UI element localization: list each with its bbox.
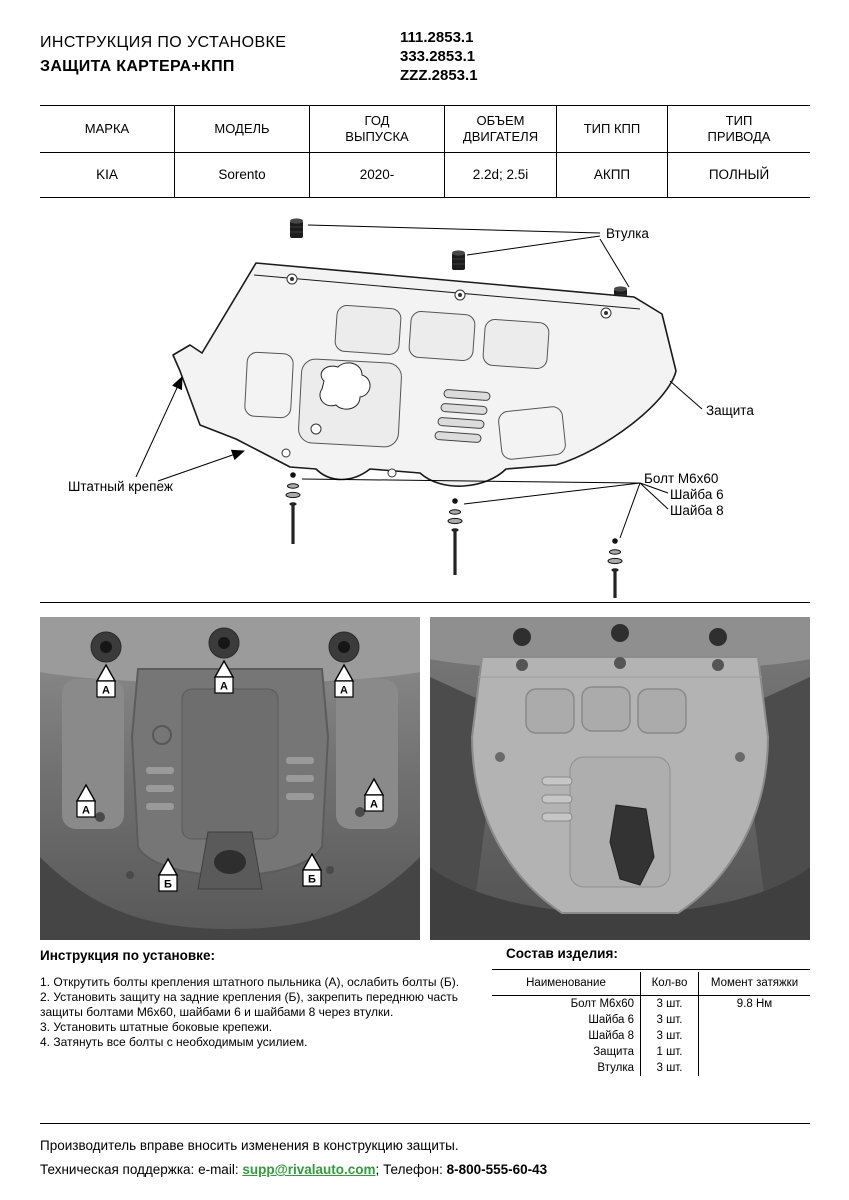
- document-title: ИНСТРУКЦИЯ ПО УСТАНОВКЕ: [40, 34, 287, 51]
- svg-text:А: А: [102, 685, 110, 697]
- footer: Производитель вправе вносить изменения в…: [40, 1134, 810, 1182]
- exploded-diagram: Втулка Защита Штатный крепеж Болт М6х60 …: [40, 205, 810, 601]
- marker-b-arrow: Б: [301, 852, 323, 887]
- spec-header-model: МОДЕЛЬ: [175, 106, 310, 152]
- instruction-step: 3. Установить штатные боковые крепежи.: [40, 1020, 273, 1034]
- part-name: Защита: [593, 1046, 634, 1058]
- svg-text:Б: Б: [308, 874, 316, 886]
- part-torque: [698, 1028, 810, 1044]
- spec-value-row: KIA Sorento 2020- 2.2d; 2.5i АКПП ПОЛНЫЙ: [40, 153, 810, 197]
- vehicle-spec-table: МАРКА МОДЕЛЬ ГОД ВЫПУСКА ОБЪЕМ ДВИГАТЕЛЯ…: [40, 105, 810, 198]
- spec-header-year: ГОД ВЫПУСКА: [310, 106, 445, 152]
- phone-label: Телефон:: [383, 1162, 443, 1177]
- parts-row: Болт М6х60 3 шт. 9.8 Нм: [492, 996, 810, 1012]
- part-name: Втулка: [597, 1062, 634, 1074]
- support-label: Техническая поддержка:: [40, 1162, 195, 1177]
- svg-text:А: А: [370, 799, 378, 811]
- bolt-washer-icons: [285, 472, 623, 598]
- separator: ;: [375, 1162, 380, 1177]
- spec-header-brand: МАРКА: [40, 106, 175, 152]
- part-count: 3 шт.: [640, 1060, 698, 1076]
- marker-a-arrow: А: [213, 659, 235, 694]
- product-title: ЗАЩИТА КАРТЕРА+КПП: [40, 58, 235, 75]
- header: ИНСТРУКЦИЯ ПО УСТАНОВКЕ ЗАЩИТА КАРТЕРА+К…: [40, 26, 810, 96]
- divider-line: [40, 602, 810, 603]
- spec-header-drive: ТИП ПРИВОДА: [707, 113, 771, 144]
- part-number: ZZZ.2853.1: [400, 67, 478, 84]
- part-name: Болт М6х60: [570, 998, 634, 1010]
- part-count: 3 шт.: [640, 1012, 698, 1028]
- parts-header-torque: Момент затяжки: [698, 972, 810, 995]
- parts-header-name: Наименование: [526, 977, 606, 989]
- part-name: Шайба 8: [588, 1030, 634, 1042]
- parts-header-count: Кол-во: [640, 972, 698, 995]
- instruction-step: 1. Открутить болты крепления штатного пы…: [40, 975, 460, 989]
- parts-header-row: Наименование Кол-во Момент затяжки: [492, 972, 810, 996]
- parts-row: Защита 1 шт.: [492, 1044, 810, 1060]
- parts-row: Шайба 8 3 шт.: [492, 1028, 810, 1044]
- installation-instructions: Инструкция по установке: 1. Открутить бо…: [40, 948, 478, 1050]
- svg-text:А: А: [340, 685, 348, 697]
- marker-a-arrow: А: [95, 663, 117, 698]
- part-count: 3 шт.: [640, 996, 698, 1012]
- part-name: Шайба 6: [588, 1014, 634, 1026]
- spec-value-drive: ПОЛНЫЙ: [708, 167, 770, 182]
- footer-divider-line: [40, 1123, 810, 1124]
- spec-value-engine: 2.2d; 2.5i: [445, 153, 557, 197]
- callout-lines: [135, 224, 703, 539]
- part-count: 1 шт.: [640, 1044, 698, 1060]
- part-count: 3 шт.: [640, 1028, 698, 1044]
- instruction-step: 4. Затянуть все болты с необходимым усил…: [40, 1035, 308, 1049]
- email-label: e-mail:: [198, 1162, 239, 1177]
- support-phone: 8-800-555-60-43: [446, 1162, 548, 1177]
- photo-after-installation: [430, 617, 810, 940]
- bolt-label: Болт М6х60: [644, 471, 718, 486]
- part-torque: [698, 1044, 810, 1060]
- support-line: Техническая поддержка: e-mail: supp@riva…: [40, 1158, 810, 1182]
- svg-text:А: А: [82, 805, 90, 817]
- support-email-link[interactable]: supp@rivalauto.com: [242, 1162, 376, 1177]
- washer6-label: Шайба 6: [670, 487, 724, 502]
- bushing-icons: [290, 218, 627, 306]
- parts-row: Втулка 3 шт.: [492, 1060, 810, 1076]
- instruction-step: 2. Установить защиту на задние крепления…: [40, 990, 458, 1019]
- part-torque: [698, 1012, 810, 1028]
- manufacturer-note: Производитель вправе вносить изменения в…: [40, 1138, 459, 1153]
- part-number: 111.2853.1: [400, 29, 474, 46]
- spec-header-engine: ОБЪЕМ ДВИГАТЕЛЯ: [445, 106, 557, 152]
- marker-a-arrow: А: [363, 777, 385, 812]
- skid-plate-drawing: [172, 262, 677, 487]
- part-numbers: 111.2853.1 333.2853.1 ZZZ.2853.1: [400, 28, 478, 85]
- stock-fasteners-label: Штатный крепеж: [68, 479, 173, 494]
- marker-a-arrow: А: [333, 663, 355, 698]
- part-torque: [698, 1060, 810, 1076]
- parts-list: Состав изделия: Наименование Кол-во Моме…: [492, 946, 810, 1076]
- part-torque: 9.8 Нм: [698, 996, 810, 1012]
- parts-table: Наименование Кол-во Момент затяжки Болт …: [492, 969, 810, 1076]
- skid-plate-diagram: Втулка Защита Штатный крепеж Болт М6х60 …: [68, 218, 754, 598]
- bushing-label: Втулка: [606, 226, 649, 241]
- svg-text:Б: Б: [164, 879, 172, 891]
- parts-list-title: Состав изделия:: [506, 946, 618, 961]
- underbody-photo-stock: А А А А А: [40, 617, 420, 940]
- plate-label: Защита: [706, 403, 754, 418]
- spec-value-model: Sorento: [175, 153, 310, 197]
- spec-value-brand: KIA: [40, 153, 175, 197]
- spec-value-year: 2020-: [310, 153, 445, 197]
- spec-header-gearbox: ТИП КПП: [557, 106, 668, 152]
- marker-b-arrow: Б: [157, 857, 179, 892]
- underbody-photo-installed: [430, 617, 810, 940]
- parts-row: Шайба 6 3 шт.: [492, 1012, 810, 1028]
- spec-value-gearbox: АКПП: [557, 153, 668, 197]
- part-number: 333.2853.1: [400, 48, 476, 65]
- photo-before-installation: А А А А А: [40, 617, 420, 940]
- svg-text:А: А: [220, 681, 228, 693]
- washer8-label: Шайба 8: [670, 503, 724, 518]
- marker-a-arrow: А: [75, 783, 97, 818]
- spec-header-row: МАРКА МОДЕЛЬ ГОД ВЫПУСКА ОБЪЕМ ДВИГАТЕЛЯ…: [40, 106, 810, 153]
- instructions-title: Инструкция по установке:: [40, 948, 215, 963]
